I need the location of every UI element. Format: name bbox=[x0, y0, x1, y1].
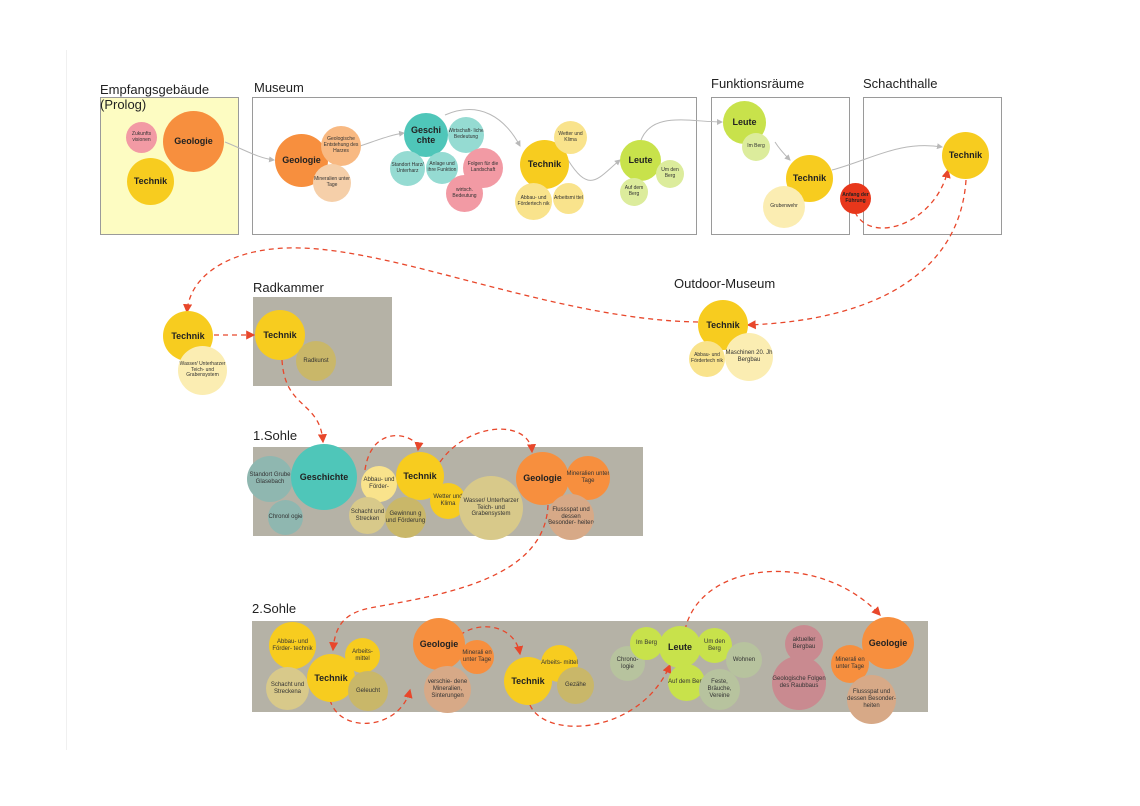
bubble-geschichte-museum: Geschi chte bbox=[404, 113, 448, 157]
bubble-standort-sohle1: Standort Grube Glasebach bbox=[247, 456, 293, 502]
bubble-technik-radkammer: Technik bbox=[255, 310, 305, 360]
bubble-wetter-museum: Wetter und Klima bbox=[554, 121, 587, 154]
bubble-auf-berg-sohle2: Auf dem Berg bbox=[668, 664, 705, 701]
label-schacht: Schachthalle bbox=[863, 76, 938, 91]
bubble-flussspat-sohle2: Flussspat und dessen Besonder- heiten bbox=[847, 675, 896, 724]
bubble-geo-entstehung: Geologische Entstehung des Harzes bbox=[321, 126, 361, 166]
bubble-arbeitsmittel-sohle2: Arbeits- mittel bbox=[345, 638, 380, 673]
arrow-sohle2-loop4 bbox=[684, 570, 881, 631]
arrow-sohle2-loop3 bbox=[529, 663, 672, 727]
bubble-geologie-sohle2: Geologie bbox=[413, 618, 465, 670]
arrow-geologie-geschichte bbox=[359, 130, 405, 147]
bubble-technik-sohle1: Technik bbox=[396, 452, 444, 500]
label-sohle1: 1.Sohle bbox=[253, 428, 298, 443]
arrow-sohle2-loop1 bbox=[329, 688, 413, 724]
bubble-wirtsch-bed: wirtsch. Bedeutung bbox=[446, 175, 483, 212]
bubble-wasser-radkammer: Wasser/ Unterharzer Teich- und Grabensys… bbox=[178, 346, 227, 395]
label-museum: Museum bbox=[254, 80, 304, 95]
arrow-empfang-museum bbox=[224, 141, 275, 163]
bubble-abbau-sohle1: Abbau- und Förder- bbox=[361, 466, 397, 502]
bubble-technik2-sohle2: Technik bbox=[504, 657, 552, 705]
bubble-zukunft: Zukunfts visionen bbox=[126, 122, 157, 153]
bubble-schacht-sohle2: Schacht und Streckena bbox=[266, 667, 309, 710]
bubble-wohnen: Wohnen bbox=[726, 642, 762, 678]
bubble-grubenwehr: Grubenwehr bbox=[763, 186, 805, 228]
arrow-sohle1-sohle2 bbox=[329, 504, 549, 652]
arrow-leute-funktion bbox=[639, 118, 723, 144]
bubble-maschinen: Maschinen 20. Jh Bergbau bbox=[725, 333, 773, 381]
bubble-technik-schacht: Technik bbox=[942, 132, 989, 179]
bubble-schacht-sohle1: Schacht und Strecken bbox=[349, 497, 386, 534]
bubble-geologie2-sohle2: Geologie bbox=[862, 617, 914, 669]
bubble-wasser-sohle1: Wasser/ Unterharzer Teich- und Grabensys… bbox=[459, 476, 523, 540]
bubble-geo-folgen: Geologische Folgen des Raubbaus bbox=[772, 656, 826, 710]
label-funktion: Funktionsräume bbox=[711, 76, 805, 91]
bubble-auf-berg-museum: Auf dem Berg bbox=[620, 178, 648, 206]
arrow-sohle1-loop2 bbox=[439, 428, 537, 463]
bubble-mineralien-museum: Mineralien unter Tage bbox=[313, 164, 351, 202]
bubble-abbau-outdoor: Abbau- und Fördertech nik bbox=[689, 341, 725, 377]
bubble-folgen: Folgen für die Landschaft bbox=[463, 148, 503, 188]
label-sohle2: 2.Sohle bbox=[252, 601, 297, 616]
bubble-gezaehe: Gezähe bbox=[557, 667, 594, 704]
label-empfang: Empfangsgebäude (Prolog) bbox=[100, 82, 210, 112]
bubble-geleucht: Geleucht bbox=[348, 671, 388, 711]
bubble-im-berg-funktion: Im Berg bbox=[742, 133, 770, 161]
bubble-leute-sohle2: Leute bbox=[659, 626, 701, 668]
bubble-standort-museum: Standort Harz/ Unterharz bbox=[390, 151, 425, 186]
arrow-anfang-schacht bbox=[854, 168, 951, 229]
arrow-sohle1-loop1 bbox=[364, 435, 424, 471]
bubble-im-berg-sohle2: Im Berg bbox=[630, 627, 663, 660]
bubble-mineralien-sohle1: Mineralien unter Tage bbox=[566, 456, 610, 500]
bubble-arbeitsmittel-museum: Arbeitsmi ttel bbox=[553, 183, 584, 214]
arrow-leute-technik-f bbox=[774, 141, 791, 161]
label-radkammer: Radkammer bbox=[253, 280, 324, 295]
bubble-geschichte-sohle1: Geschichte bbox=[291, 444, 357, 510]
bubble-geologie-empfang: Geologie bbox=[163, 111, 224, 172]
bubble-verschiedene: verschie- dene Mineralien, Sinterungen bbox=[424, 666, 471, 713]
label-outdoor: Outdoor-Museum bbox=[674, 276, 776, 291]
page-edge bbox=[66, 50, 67, 750]
arrow-funktion-schacht bbox=[831, 143, 943, 171]
arrow-sohle2-loop2 bbox=[459, 626, 524, 656]
bubble-abbau-museum: Abbau- und Fördertech nik bbox=[515, 183, 552, 220]
bubble-technik-empfang: Technik bbox=[127, 158, 174, 205]
arrow-geschichte-technik bbox=[444, 109, 521, 147]
arrow-outdoor-technik bbox=[183, 247, 699, 323]
bubble-um-berg-museum: Um den Berg bbox=[656, 160, 684, 188]
bubble-mineralien-sohle2: Minerali en unter Tage bbox=[460, 640, 494, 674]
bubble-abbau-sohle2: Abbau- und Förder- technik bbox=[269, 622, 316, 669]
bubble-flussspat-sohle1: Flussspat und dessen Besonder- heiten bbox=[548, 494, 594, 540]
bubble-feste: Feste, Bräuche, Vereine bbox=[699, 669, 740, 710]
arrow-radkammer-sohle1 bbox=[281, 359, 327, 444]
bubble-anfang-fuehrung: Anfang der Führung bbox=[840, 183, 871, 214]
bubble-radkunst: Radkunst bbox=[296, 341, 336, 381]
bubble-leute-museum: Leute bbox=[620, 140, 661, 181]
bubble-chronologie-sohle1: Chronol ogie bbox=[268, 500, 303, 535]
bubble-wirtschaftliche: Wirtschaft- liche Bedeutung bbox=[448, 117, 484, 153]
arrow-technik-leute bbox=[567, 159, 621, 181]
bubble-gewinnung: Gewinnun g und Förderung bbox=[385, 497, 426, 538]
